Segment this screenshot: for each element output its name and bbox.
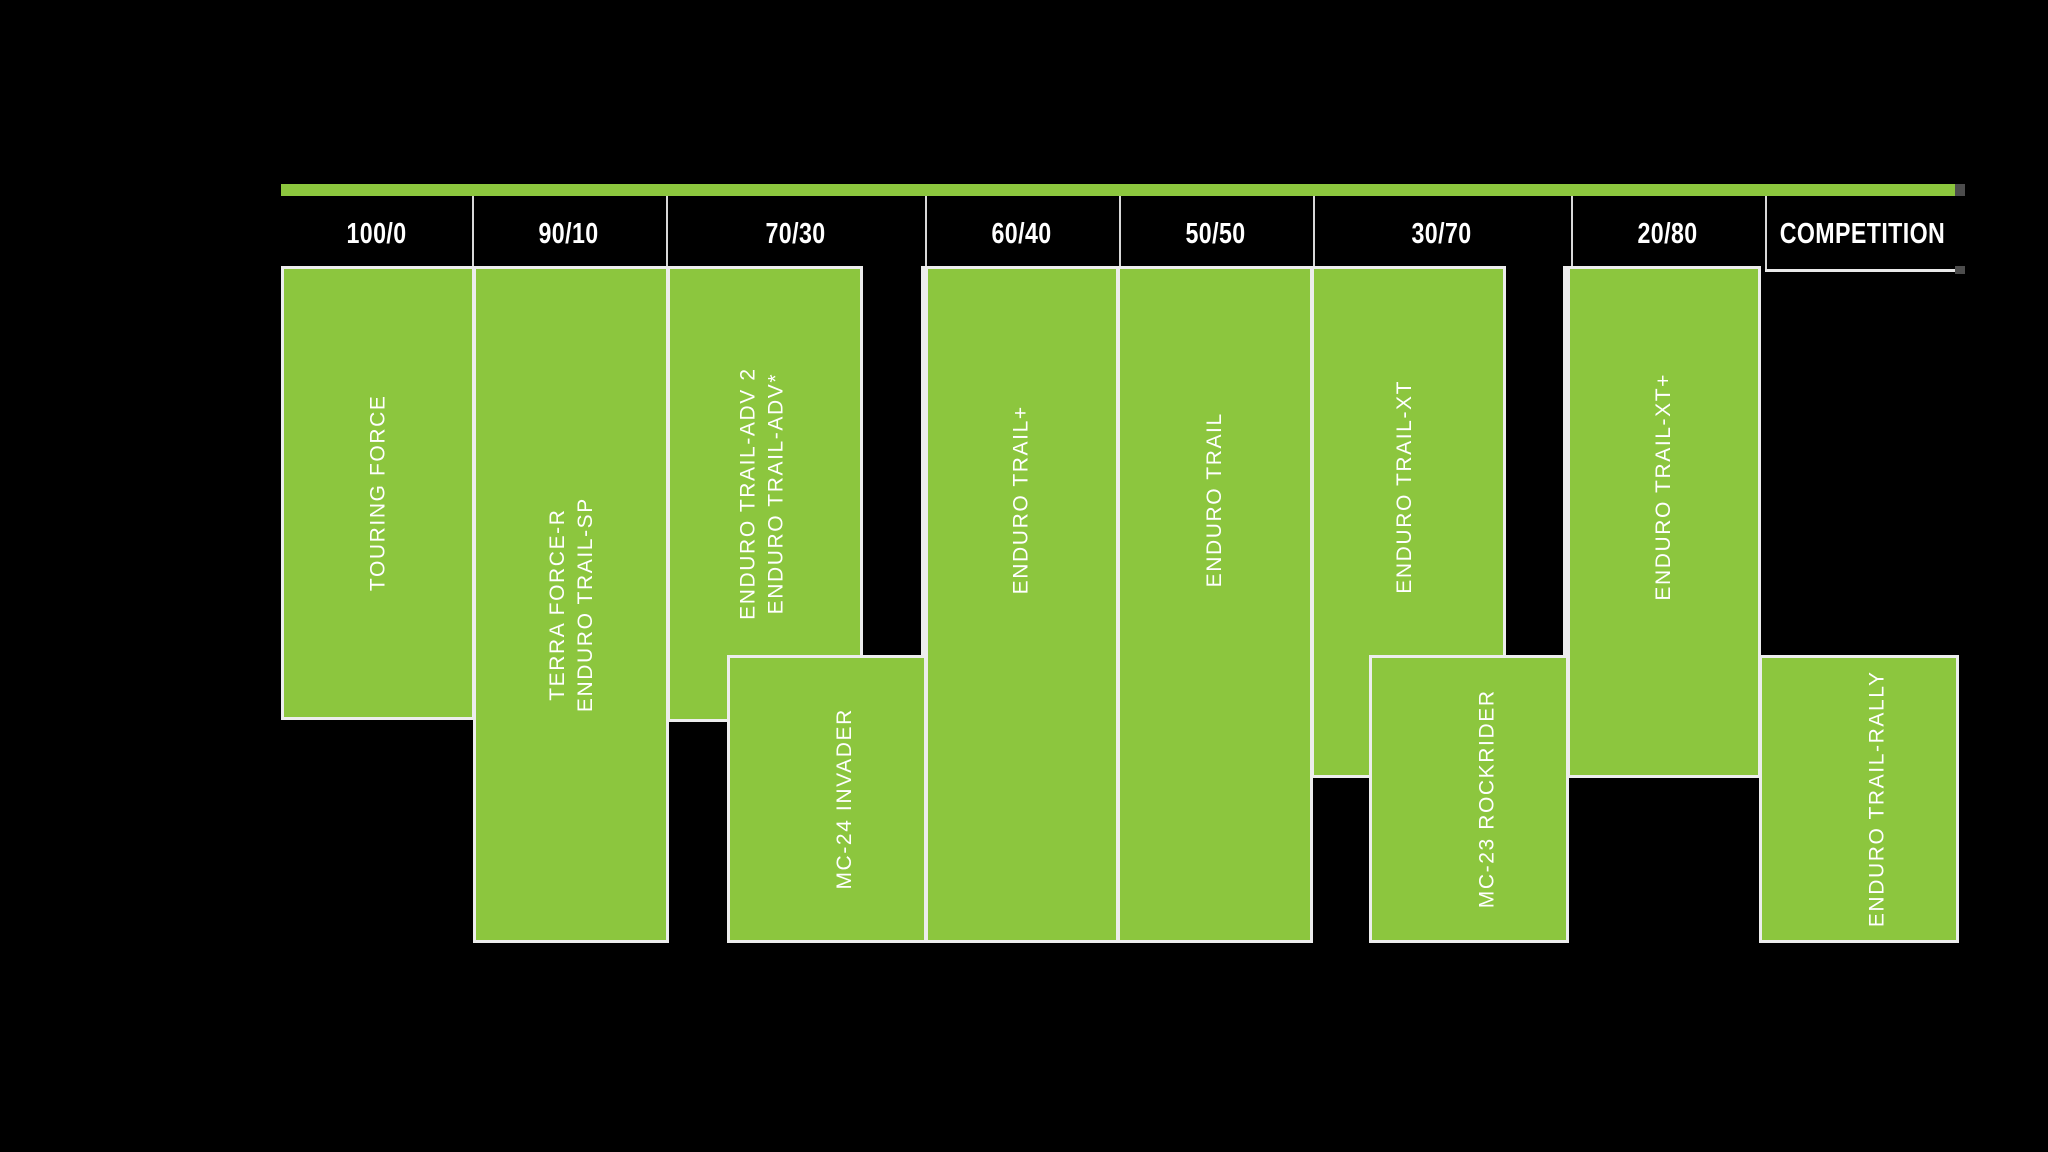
bar-label-line: TERRA FORCE-R (545, 508, 569, 701)
header-cell-20-80[interactable]: 20/80 (1571, 196, 1765, 272)
top-accent-rule (281, 184, 1959, 196)
bar-terra-force-r[interactable]: TERRA FORCE-R ENDURO TRAIL-SP (473, 266, 669, 943)
header-cell-100-0[interactable]: 100/0 (281, 196, 472, 272)
header-separator (472, 196, 474, 272)
bar-label-line: ENDURO TRAIL-XT (1393, 380, 1417, 594)
bar-label-line: ENDURO TRAIL-ADV 2 (736, 367, 760, 621)
bar-label-line: TOURING FORCE (366, 394, 390, 592)
bar-label-group: MC-24 INVADER (832, 708, 858, 889)
bar-label-line: ENDURO TRAIL-SP (573, 497, 597, 712)
bar-label-group: ENDURO TRAIL-ADV 2 ENDURO TRAIL-ADV* (735, 368, 788, 620)
bar-notch-70-30 (860, 266, 924, 660)
header-cell-50-50[interactable]: 50/50 (1119, 196, 1313, 272)
bar-enduro-trail-xt-plus[interactable]: ENDURO TRAIL-XT+ (1567, 266, 1761, 778)
bar-notch-30-70 (1503, 266, 1566, 660)
bar-label-line: MC-24 INVADER (833, 708, 857, 890)
bar-label-group: TERRA FORCE-R ENDURO TRAIL-SP (544, 497, 597, 712)
bar-label-group: MC-23 ROCKRIDER (1474, 690, 1500, 909)
bar-enduro-trail-plus[interactable]: ENDURO TRAIL+ (925, 266, 1119, 943)
header-cell-60-40[interactable]: 60/40 (925, 196, 1119, 272)
header-underline (1765, 269, 1959, 272)
header-label: 20/80 (1637, 217, 1699, 250)
header-cell-competition[interactable]: COMPETITION (1765, 196, 1959, 272)
bar-enduro-trail-rally[interactable]: ENDURO TRAIL-RALLY (1759, 655, 1959, 943)
header-separator (666, 196, 668, 272)
header-label: 100/0 (346, 217, 407, 250)
header-cell-70-30[interactable]: 70/30 (666, 196, 925, 272)
top-rule-end-cap (1955, 184, 1965, 196)
bar-touring-force[interactable]: TOURING FORCE (281, 266, 475, 720)
bar-label-line: ENDURO TRAIL+ (1010, 404, 1034, 595)
header-label: 50/50 (1185, 217, 1247, 250)
bar-label-group: ENDURO TRAIL-XT+ (1651, 373, 1677, 601)
bar-label-line: ENDURO TRAIL-XT+ (1652, 373, 1676, 601)
bar-label-line: ENDURO TRAIL-RALLY (1865, 670, 1889, 928)
bar-label-group: ENDURO TRAIL (1202, 412, 1228, 587)
header-label: COMPETITION (1779, 217, 1945, 250)
bar-label-group: ENDURO TRAIL+ (1009, 405, 1035, 594)
bar-mc-23-rockrider[interactable]: MC-23 ROCKRIDER (1369, 655, 1569, 943)
header-label: 90/10 (538, 217, 600, 250)
bar-label-line: ENDURO TRAIL (1203, 411, 1227, 588)
bar-label-line: ENDURO TRAIL-ADV* (764, 373, 787, 615)
bar-mc-24-invader[interactable]: MC-24 INVADER (727, 655, 927, 943)
header-label: 60/40 (991, 217, 1053, 250)
bar-enduro-trail[interactable]: ENDURO TRAIL (1117, 266, 1313, 943)
header-label: 70/30 (765, 217, 826, 250)
header-cell-90-10[interactable]: 90/10 (472, 196, 666, 272)
bar-label-group: ENDURO TRAIL-XT (1392, 380, 1418, 594)
header-separator (1119, 196, 1121, 272)
header-separator (1313, 196, 1315, 272)
bar-label-line: MC-23 ROCKRIDER (1475, 689, 1499, 909)
header-underline-end-cap (1955, 266, 1965, 274)
header-label: 30/70 (1411, 217, 1473, 250)
header-cell-30-70[interactable]: 30/70 (1313, 196, 1571, 272)
header-separator (1571, 196, 1573, 272)
bar-label-group: ENDURO TRAIL-RALLY (1864, 671, 1890, 928)
bar-label-group: TOURING FORCE (365, 395, 391, 592)
header-separator (1765, 196, 1767, 272)
ratio-header-band: 100/0 90/10 70/30 60/40 50/50 30/70 20/8… (281, 196, 1959, 272)
header-separator (925, 196, 927, 272)
